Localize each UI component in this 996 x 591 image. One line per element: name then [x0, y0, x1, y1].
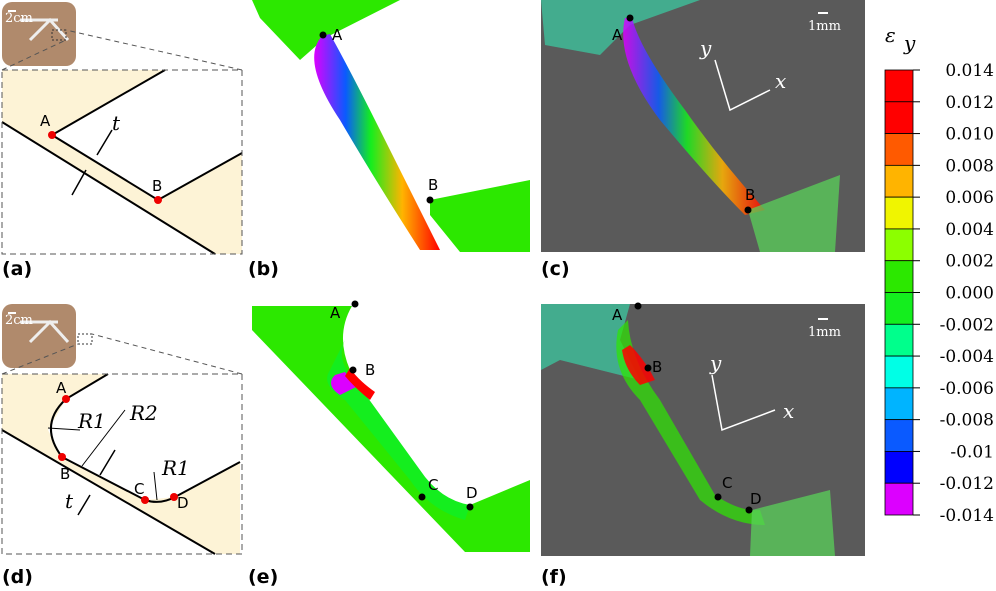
panel-d: 2cm A B C D R1 R2 R1 t (d) [1, 304, 243, 588]
specimen-photo [2, 2, 76, 66]
point-b: B [152, 177, 162, 195]
point-d: D [466, 484, 478, 502]
colorbar-tick-label: -0.01 [950, 442, 994, 462]
colorbar-cell [884, 292, 914, 325]
colorbar-tick-label: -0.002 [940, 315, 994, 335]
colorbar-cell [884, 323, 914, 357]
panel-label-e: (e) [248, 566, 278, 588]
colorbar-tick-label: 0.008 [945, 156, 994, 176]
hinge-outline [1, 69, 243, 255]
point-d: D [177, 494, 189, 512]
colorbar-tick-label: 0.000 [945, 284, 994, 304]
point-b: B [365, 361, 375, 379]
colorbar-tick-label: -0.008 [940, 411, 994, 431]
panel-c: A B 1mm y x (c) [541, 0, 865, 280]
point-a: A [56, 379, 67, 397]
colorbar: ε y 0.014 0.012 0.010 0.008 0.006 0.004 0.002 0… [884, 23, 994, 526]
radius-r2-label: R2 [129, 401, 158, 425]
colorbar-cell [884, 196, 914, 230]
panel-label-d: (d) [2, 566, 33, 588]
panel-label-f: (f) [541, 566, 567, 588]
panel-a: 2cm A B t (a) [1, 2, 243, 280]
colorbar-tick-label: -0.012 [940, 474, 994, 494]
point-c: C [134, 480, 144, 498]
colorbar-tick-label: -0.014 [940, 506, 994, 526]
thickness-label: t [65, 489, 74, 513]
point-a: A [332, 26, 343, 44]
axis-x: x [783, 399, 794, 423]
point-a: A [40, 112, 51, 130]
colorbar-tick-label: 0.012 [945, 93, 994, 113]
scale-label: 2cm [5, 313, 33, 328]
point-b: B [745, 186, 755, 204]
point-b: B [428, 176, 438, 194]
colorbar-tick-label: -0.004 [940, 347, 994, 367]
point-d: D [750, 490, 762, 508]
point-a: A [612, 26, 623, 44]
colorbar-title: ε [885, 23, 896, 47]
axis-y: y [699, 36, 712, 60]
colorbar-cell [884, 355, 914, 389]
panel-label-b: (b) [248, 258, 279, 280]
panel-label-a: (a) [2, 258, 32, 280]
panel-b: A B (b) [248, 0, 530, 280]
colorbar-cell [884, 387, 914, 421]
colorbar-tick-label: 0.014 [945, 61, 994, 81]
colorbar-cell [884, 69, 914, 103]
zoom-box [1, 69, 243, 255]
colorbar-cell [884, 228, 914, 262]
radius-r1-label: R1 [77, 409, 106, 433]
axes-icon [711, 374, 776, 432]
axes-icon [714, 59, 771, 112]
colorbar-tick-label: 0.002 [945, 252, 994, 272]
colorbar-tick-label: 0.006 [945, 188, 994, 208]
point-a: A [612, 306, 623, 324]
axis-x: x [775, 69, 786, 93]
point-a: A [330, 304, 341, 322]
point-b: B [652, 358, 662, 376]
colorbar-tick-label: 0.010 [945, 125, 994, 145]
panel-f: A B C D 1mm y x (f) [541, 302, 865, 588]
point-c: C [428, 476, 438, 494]
colorbar-cell [884, 451, 914, 484]
point-b: B [60, 465, 70, 483]
colorbar-cell [884, 260, 914, 293]
scale-label: 1mm [808, 19, 841, 34]
scale-label: 2cm [5, 11, 33, 26]
specimen-shape [20, 17, 70, 42]
point-c: C [722, 474, 732, 492]
axis-y: y [709, 351, 722, 375]
colorbar-subscript: y [903, 31, 916, 55]
colorbar-cell [884, 133, 914, 166]
panel-e: A B C D (e) [248, 300, 530, 588]
colorbar-tick-label: -0.006 [940, 379, 994, 399]
radius-r1-label-2: R1 [161, 456, 190, 480]
colorbar-cell [884, 419, 914, 452]
scale-bar [8, 10, 16, 12]
thickness-label: t [112, 111, 121, 135]
colorbar-tick-label: 0.004 [945, 220, 994, 240]
colorbar-cell [884, 101, 914, 134]
specimen-photo [2, 304, 76, 368]
colorbar-cell [884, 164, 914, 198]
scale-label: 1mm [808, 325, 841, 340]
colorbar-cell [884, 482, 914, 516]
panel-label-c: (c) [541, 258, 570, 280]
